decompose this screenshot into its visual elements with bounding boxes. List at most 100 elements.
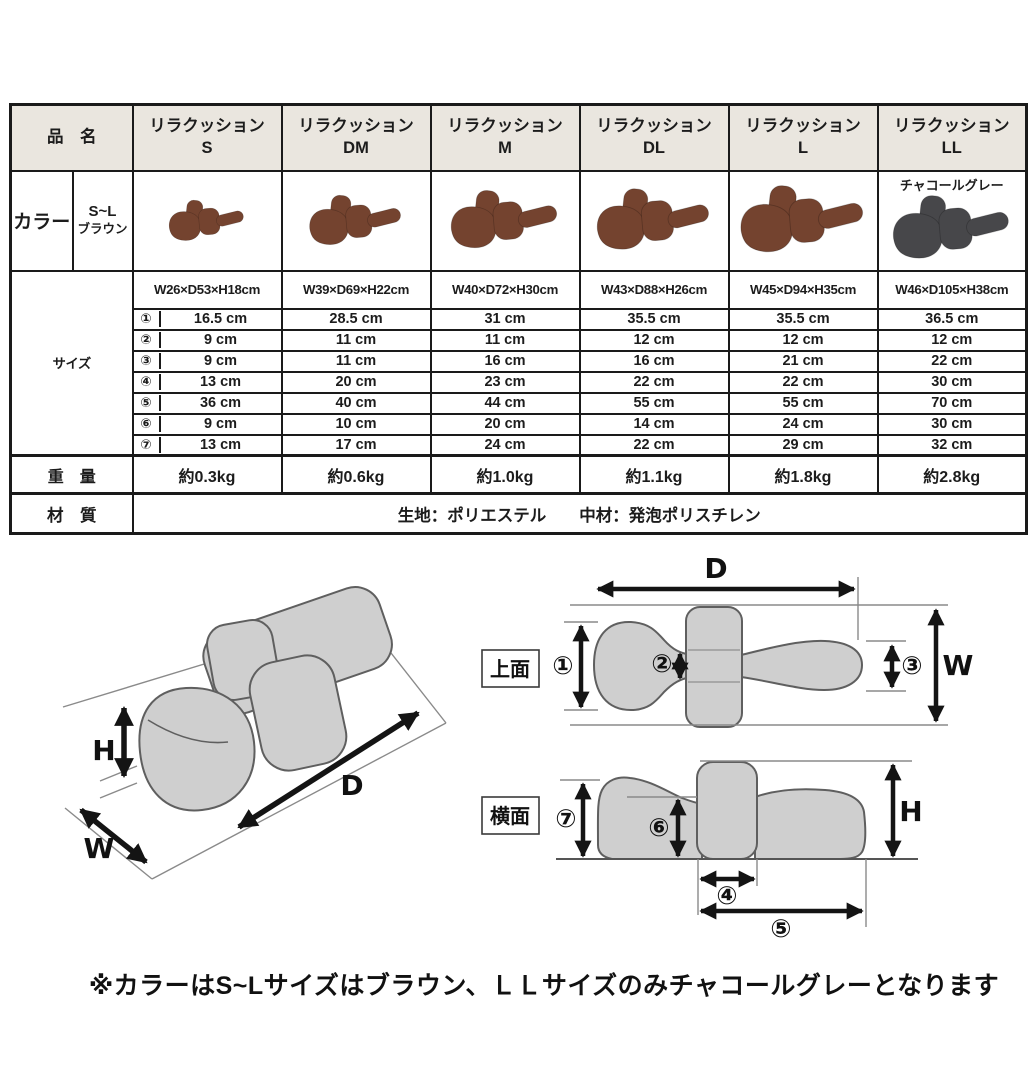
measure-cell: 55 cm [578,391,730,415]
measure-3-marker: ③ [901,651,922,680]
dims-cell: W45×D94×H35cm [727,269,879,310]
row-number: ② [135,332,161,348]
product-photo-s [131,169,283,272]
measure-cell: 16 cm [429,349,581,373]
cushion-top-outline [592,606,864,728]
measure-cell: 28.5 cm [280,307,432,331]
side-view-title-box: 横面 [481,796,540,835]
guide-lines [556,760,918,927]
measure-cell: 55 cm [727,391,879,415]
measure-cell: 36.5 cm [876,307,1028,331]
product-photo-ll: チャコールグレー [876,169,1028,272]
row-number: ⑦ [135,436,161,453]
cushion-photo-icon [309,193,403,245]
color-label: カラー [9,169,74,272]
measure-cell: 12 cm [727,328,879,352]
row-number: ⑥ [135,416,161,432]
measure-7-marker: ⑦ [555,804,576,833]
measure-cell: 22 cm [727,370,879,394]
side-view-title: 横面 [490,804,530,828]
measure-cell: 29 cm [727,433,879,457]
cushion-photo-icon [892,193,1011,259]
measure-cell: 23 cm [429,370,581,394]
cushion-photo-icon [740,184,866,253]
measure-cell: 30 cm [876,412,1028,436]
measure-cell: 17 cm [280,433,432,457]
weight-label: 重 量 [9,454,134,495]
iso-view-diagram: H W D [62,586,447,880]
material-row: 材 質 生地：ポリエステル 中材：発泡ポリスチレン [9,492,1028,535]
measure-2-marker: ② [651,649,672,678]
cushion-photo-icon [596,187,711,250]
dimensions-row: サイズ W26×D53×H18cm W39×D69×H22cm W40×D72×… [9,269,1028,457]
measure-cell: 24 cm [429,433,581,457]
measure-1-marker: ① [552,651,573,680]
color-footnote: ※カラーはS~Lサイズはブラウン、ＬＬサイズのみチャコールグレーとなります [88,972,1000,1000]
w-dimension-label: W [84,832,115,865]
cushion-side-outline [596,761,867,860]
weight-row: 重 量 約0.3kg 約0.6kg 約1.0kg 約1.1kg 約1.8kg 約… [9,454,1028,495]
product-photo-dm [280,169,432,272]
dims-cell: W43×D88×H26cm [578,269,730,310]
product-photo-dl [578,169,730,272]
measure-cell: 12 cm [578,328,730,352]
measure-cell: 20 cm [429,412,581,436]
product-photo-m [429,169,581,272]
measure-cell: 35.5 cm [727,307,879,331]
measure-4-marker: ④ [716,881,737,910]
row-number: ④ [135,374,161,390]
weight-cell: 約0.6kg [280,454,432,495]
product-name-header: 品 名 [9,103,134,172]
measure-cell: 30 cm [876,370,1028,394]
top-view-title: 上面 [490,658,530,681]
cushion-photo-icon [450,189,559,249]
d-dimension-label: D [704,555,727,585]
color-row: カラー S~L ブラウン チャコールグレー [9,169,1028,272]
measure-cell: 35.5 cm [578,307,730,331]
weight-cell: 約2.8kg [876,454,1028,495]
material-value: 生地：ポリエステル 中材：発泡ポリスチレン [131,492,1028,535]
size-label: サイズ [9,269,134,457]
measure-cell: 44 cm [429,391,581,415]
measure-cell: 11 cm [280,349,432,373]
cushion-photo-icon [168,198,245,241]
material-label: 材 質 [9,492,134,535]
row-number: ① [135,311,161,327]
weight-cell: 約1.1kg [578,454,730,495]
measure-cell: 31 cm [429,307,581,331]
dims-cell: W40×D72×H30cm [429,269,581,310]
measure-cell: 10 cm [280,412,432,436]
weight-cell: 約1.0kg [429,454,581,495]
ll-color-note: チャコールグレー [899,177,1004,193]
measure-cell: 21 cm [727,349,879,373]
dims-cell: W39×D69×H22cm [280,269,432,310]
color-range: S~L ブラウン [71,169,134,272]
measure-cell: 20 cm [280,370,432,394]
measure-6-marker: ⑥ [648,813,669,842]
measure-5-marker: ⑤ [770,914,791,943]
measure-cell: 24 cm [727,412,879,436]
dims-cell: W46×D105×H38cm [876,269,1028,310]
w-dimension-label: W [943,649,974,682]
measure-cell: 22 cm [578,370,730,394]
dimension-arrows: H W D [79,706,420,865]
h-dimension-label: H [92,734,115,767]
measure-cell: 22 cm [578,433,730,457]
top-view-diagram: 上面 D ① ② ③ W [481,555,974,728]
